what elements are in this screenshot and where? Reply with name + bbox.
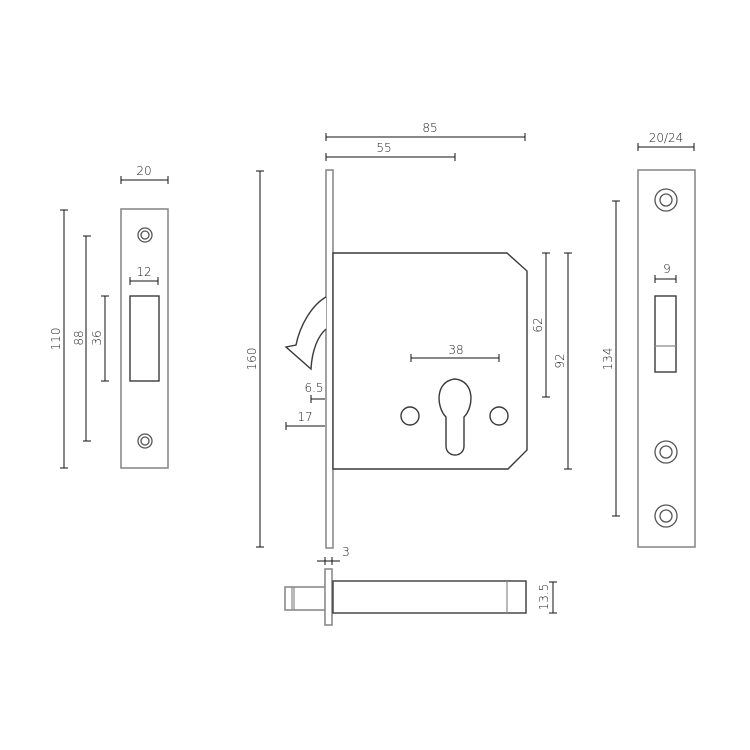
screw-hole-top-inner xyxy=(140,230,150,240)
dim-body-thickness: 13.5 xyxy=(537,581,557,614)
label-hook-throw: 17 xyxy=(297,410,312,424)
label-faceplate-slot-width: 9 xyxy=(663,262,671,276)
label-body-thickness: 13.5 xyxy=(537,584,551,611)
dim-faceplate-height: 160 xyxy=(245,170,264,548)
dim-strike-width: 20 xyxy=(120,164,169,184)
side-view xyxy=(284,568,527,626)
dim-faceplate-thickness: 3 xyxy=(317,545,350,565)
label-strike-slot-height: 36 xyxy=(90,330,104,345)
faceplate xyxy=(637,169,696,548)
label-body-height: 92 xyxy=(553,353,567,368)
dim-hook-throw: 17 xyxy=(285,410,325,430)
dim-body-height: 92 xyxy=(553,252,572,470)
spindle-hole-right-icon xyxy=(489,406,509,426)
screw-hole-bottom-inner xyxy=(140,436,150,446)
dim-faceplate-width: 20/24 xyxy=(637,131,695,151)
bolt-pin xyxy=(284,586,327,611)
label-strike-width: 20 xyxy=(136,164,151,178)
dim-body-height-inner: 62 xyxy=(531,252,550,398)
faceplate-screw-bottom-icon xyxy=(654,504,678,528)
dim-hook-offset: 6.5 xyxy=(304,381,325,403)
dim-backset: 55 xyxy=(325,141,456,161)
dim-overall-depth: 85 xyxy=(325,121,526,141)
dim-cylinder-spacing: 38 xyxy=(410,343,500,362)
lock-body xyxy=(284,169,528,549)
label-faceplate-width: 20/24 xyxy=(649,131,684,145)
screw-hole-bottom-icon xyxy=(137,433,153,449)
label-faceplate-thickness: 3 xyxy=(342,545,350,559)
label-hook-offset: 6.5 xyxy=(304,381,323,395)
dim-strike-hole-spacing: 88 xyxy=(72,235,91,442)
label-backset: 55 xyxy=(376,141,391,155)
label-body-height-inner: 62 xyxy=(531,317,545,332)
dim-strike-height: 110 xyxy=(49,209,68,469)
faceplate-slot xyxy=(654,295,677,373)
strike-slot xyxy=(129,295,160,382)
faceplate-edge xyxy=(325,169,334,549)
faceplate-screw-top-icon xyxy=(654,188,678,212)
dim-strike-slot-height: 36 xyxy=(90,295,109,382)
label-faceplate-height: 160 xyxy=(245,348,259,371)
hook-bolt-arrow-icon xyxy=(284,296,327,371)
side-faceplate xyxy=(324,568,333,626)
faceplate-screw-mid-icon xyxy=(654,440,678,464)
dim-faceplate-screw-spacing: 134 xyxy=(601,200,620,517)
faceplate-screw-bottom-inner xyxy=(659,509,673,523)
spindle-hole-left-icon xyxy=(400,406,420,426)
dim-strike-slot-width: 12 xyxy=(129,265,159,285)
euro-cylinder-cutout xyxy=(438,378,472,456)
label-strike-slot-width: 12 xyxy=(136,265,151,279)
side-case xyxy=(332,580,527,614)
label-faceplate-screw-spacing: 134 xyxy=(601,348,615,371)
label-overall-depth: 85 xyxy=(422,121,437,135)
screw-hole-top-icon xyxy=(137,227,153,243)
lock-case xyxy=(332,252,528,470)
faceplate-screw-mid-inner xyxy=(659,445,673,459)
label-strike-height: 110 xyxy=(49,328,63,351)
dim-faceplate-slot-width: 9 xyxy=(654,262,677,283)
strike-plate xyxy=(120,208,169,469)
label-strike-hole-spacing: 88 xyxy=(72,330,86,345)
label-cylinder-spacing: 38 xyxy=(448,343,463,357)
faceplate-screw-top-inner xyxy=(659,193,673,207)
